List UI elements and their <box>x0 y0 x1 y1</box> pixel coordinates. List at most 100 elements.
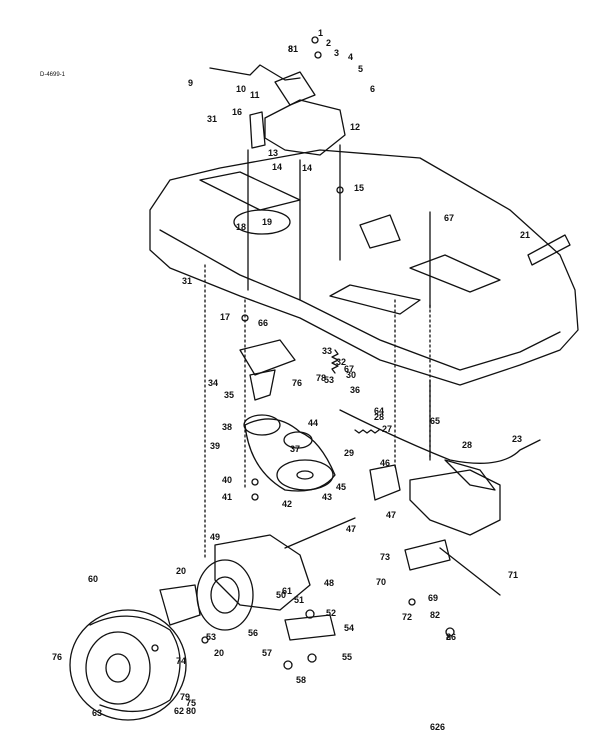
callout-31: 31 <box>182 276 192 286</box>
callout-47: 47 <box>346 524 356 534</box>
callout-38: 38 <box>222 422 232 432</box>
drive-shaft <box>284 517 356 549</box>
callout-40: 40 <box>222 475 232 485</box>
callout-19: 19 <box>262 217 272 227</box>
callout-63: 63 <box>92 708 102 718</box>
callout-27: 27 <box>382 424 392 434</box>
wheel-tread <box>89 615 181 713</box>
callout-69: 69 <box>428 593 438 603</box>
callout-37: 37 <box>290 444 300 454</box>
wheel-tire <box>69 609 187 721</box>
bolt <box>311 36 319 44</box>
callout-70: 70 <box>376 577 386 587</box>
callout-20: 20 <box>176 566 186 576</box>
callout-41: 41 <box>222 492 232 502</box>
callout-58: 58 <box>296 675 306 685</box>
bolt <box>241 314 249 322</box>
callout-9: 9 <box>188 78 193 88</box>
callout-82: 82 <box>430 610 440 620</box>
wheel-hub <box>105 653 131 683</box>
belt <box>244 418 336 492</box>
callout-44: 44 <box>308 418 318 428</box>
shift-housing <box>264 99 346 156</box>
callout-28: 28 <box>374 412 384 422</box>
frame-side-rail <box>199 171 301 211</box>
callout-79: 79 <box>180 692 190 702</box>
callout-67: 67 <box>444 213 454 223</box>
callout-50: 50 <box>276 590 286 600</box>
callout-64: 64 <box>374 406 384 416</box>
brake-bracket <box>409 469 501 536</box>
callout-52: 52 <box>326 608 336 618</box>
shift-rail-64 <box>284 614 336 641</box>
callout-6: 6 <box>370 84 375 94</box>
callout-12: 12 <box>350 122 360 132</box>
callout-78: 78 <box>316 373 326 383</box>
callout-53: 53 <box>324 375 334 385</box>
pedal-rod <box>439 547 501 596</box>
callout-26: 26 <box>446 632 456 642</box>
cable-23 <box>339 409 541 464</box>
callout-26: 26 <box>435 722 445 732</box>
bolt <box>283 660 293 670</box>
pedal-plate <box>404 539 451 571</box>
brake-arm <box>444 459 496 491</box>
callout-15: 15 <box>354 183 364 193</box>
callout-49: 49 <box>210 532 220 542</box>
callout-57: 57 <box>262 648 272 658</box>
callout-14: 14 <box>302 163 312 173</box>
pulley-38 <box>243 414 281 436</box>
callout-81: 81 <box>288 44 298 54</box>
ref-code: D-4699-1 <box>40 72 66 78</box>
transaxle-pulley-inner <box>210 576 240 614</box>
bolt <box>408 598 416 606</box>
callout-67: 67 <box>344 364 354 374</box>
callout-72: 72 <box>402 612 412 622</box>
callout-42: 42 <box>282 499 292 509</box>
callout-11: 11 <box>250 90 260 100</box>
callout-1: 1 <box>318 28 323 38</box>
callout-48: 48 <box>324 578 334 588</box>
bolt <box>305 609 315 619</box>
frame-inner-edge <box>159 229 561 371</box>
pulley-plate <box>233 209 291 235</box>
callout-46: 46 <box>380 458 390 468</box>
callout-4: 4 <box>348 52 353 62</box>
steering-grip <box>527 234 571 266</box>
callout-74: 74 <box>176 656 186 666</box>
axle-bracket-47 <box>159 584 201 626</box>
bolt <box>307 653 317 663</box>
callout-3: 3 <box>334 48 339 58</box>
callout-71: 71 <box>508 570 518 580</box>
callout-73: 73 <box>380 552 390 562</box>
callout-43: 43 <box>322 492 332 502</box>
callout-45: 45 <box>336 482 346 492</box>
callout-61: 61 <box>282 586 292 596</box>
spring-27 <box>354 429 380 434</box>
callout-21: 21 <box>520 230 530 240</box>
bolt <box>251 493 259 501</box>
callout-75: 75 <box>186 698 196 708</box>
callout-10: 10 <box>236 84 246 94</box>
pulley-large-hub <box>296 470 314 480</box>
callout-39: 39 <box>210 441 220 451</box>
callout-56: 56 <box>248 628 258 638</box>
idler-arm <box>239 339 296 376</box>
callout-2: 2 <box>326 38 331 48</box>
shift-bracket <box>274 71 316 106</box>
callout-66: 66 <box>258 318 268 328</box>
callout-23: 23 <box>512 434 522 444</box>
callout-32: 32 <box>336 357 346 367</box>
callout-30: 30 <box>346 370 356 380</box>
callout-14: 14 <box>272 162 282 172</box>
callout-16: 16 <box>232 107 242 117</box>
callout-51: 51 <box>294 595 304 605</box>
callout-5: 5 <box>358 64 363 74</box>
callout-54: 54 <box>344 623 354 633</box>
spring-30 <box>331 349 339 374</box>
frame-cutout-rear <box>329 284 421 315</box>
callout-76: 76 <box>292 378 302 388</box>
transaxle-housing <box>214 534 311 611</box>
bolt <box>314 51 322 59</box>
